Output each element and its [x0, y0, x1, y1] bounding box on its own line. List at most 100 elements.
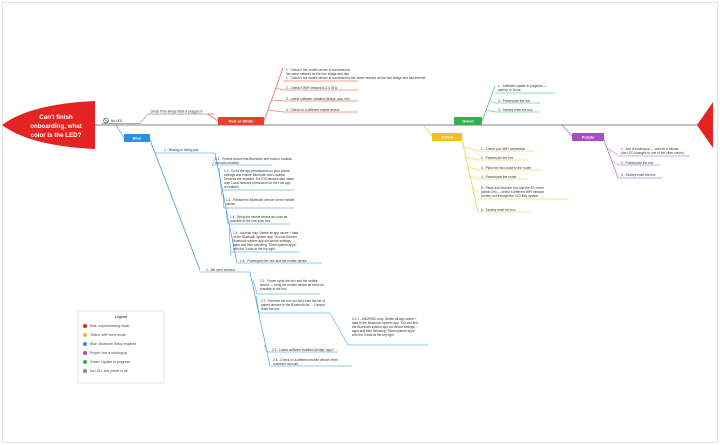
no-led-label: No LED	[111, 119, 123, 123]
red-white-item-4: 4 - Check on a different mobile device	[267, 108, 358, 113]
head-text-line-2: onboarding, what	[30, 123, 82, 130]
legend-item: Green: Update in progress	[83, 360, 130, 364]
head-node[interactable]: Can't finish onboarding, what color is t…	[2, 101, 95, 149]
purple-label: Purple	[582, 135, 595, 140]
svg-text:1 - Check your WiFi connection: 1 - Check your WiFi connection	[481, 147, 526, 151]
legend-swatch	[83, 324, 87, 328]
svg-text:device: device	[226, 202, 235, 206]
branch-yellow[interactable]: Yellow 1 - Check your WiFi connection 2 …	[422, 124, 568, 213]
no-led-icon	[103, 117, 109, 124]
red-white-label: Red or White	[229, 119, 254, 124]
svg-text:the same network as the hue br: the same network as the hue bridge and h…	[286, 72, 349, 76]
green-item-3: 3 - Factory reset the box	[485, 108, 540, 113]
green-label: Green	[462, 119, 474, 124]
svg-text:5 - Place and bind the box and: 5 - Place and bind the box and the 5G ro…	[481, 186, 545, 190]
branch-purple[interactable]: Purple 1 - Box is booting up — wait for …	[561, 124, 690, 179]
legend-item: Blue: Bluetooth Setup required	[83, 342, 136, 346]
svg-text:No LED: box power is off: No LED: box power is off	[90, 369, 127, 373]
legend-item: Red: unprovisioning mode	[83, 324, 130, 328]
legend-item: No LED: box power is off	[83, 369, 127, 373]
svg-text:6 - Factory reset the box: 6 - Factory reset the box	[481, 208, 516, 212]
green-item-2: 2 - Powercycle the box	[489, 99, 540, 104]
green-stem	[481, 85, 496, 122]
svg-text:Green: Update in progress: Green: Update in progress	[90, 360, 130, 364]
red-white-item-2: 2 - Check if WiFi network is 2.4 GHz	[275, 86, 358, 91]
svg-text:is enabled: is enabled	[224, 185, 239, 189]
branch-no-led[interactable]: No LED Check if the bridge itself is plu…	[102, 110, 214, 124]
branch-green[interactable]: Green 1 - Software update in progress — …	[454, 84, 555, 125]
legend-swatch	[83, 369, 87, 373]
legend-swatch	[83, 360, 87, 364]
svg-text:1.6 - Powercycle the box and t: 1.6 - Powercycle the box and the mobile …	[240, 259, 307, 263]
blue-main-stem	[149, 139, 201, 271]
blue-sub-2-stem	[249, 271, 271, 367]
svg-text:(router) not through the LED B: (router) not through the LED Box system	[481, 194, 539, 198]
head-text-line-3: color is the LED?	[31, 132, 82, 139]
branch-blue[interactable]: Blue 1 - Missing or failing pair 1.1 - P…	[115, 124, 428, 367]
blue-item-2-1: 2.1 - Power cycle the box and the mobile…	[252, 279, 324, 295]
svg-text:2.1 - Power cycle the box and: 2.1 - Power cycle the box and the mobile	[260, 279, 318, 283]
purple-item-3: 3 - Factory reset the box	[618, 173, 662, 179]
blue-tag	[124, 134, 150, 142]
svg-text:apps and then selecting "Show: apps and then selecting "Show system app…	[352, 329, 416, 333]
yellow-root	[422, 124, 433, 137]
svg-text:customer account: customer account	[273, 362, 298, 366]
svg-text:3 - Factory reset the box: 3 - Factory reset the box	[498, 108, 533, 112]
svg-text:2.2.1 - ANDROID only: Delete a: 2.2.1 - ANDROID only: Delete all app cac…	[352, 317, 417, 321]
svg-text:Yellow: WiFi error mode: Yellow: WiFi error mode	[90, 333, 126, 337]
svg-text:services enabled: services enabled	[215, 161, 239, 165]
svg-text:possible to the box: possible to the box	[260, 287, 287, 291]
purple-item-2: 2 - Powercycle the box	[610, 159, 660, 166]
blue-item-2-3: 2.3 - Latest software installed (bridge,…	[263, 344, 338, 353]
head-shape	[2, 101, 95, 149]
svg-text:1 - Box is booting up — wait f: 1 - Box is booting up — wait for a minut…	[621, 147, 679, 151]
blue-item-1-1: 1.1 - Protect device has Bluetooth and m…	[211, 156, 292, 166]
svg-text:1.1 - Protect device has Bluet: 1.1 - Protect device has Bluetooth and m…	[215, 157, 292, 161]
red-white-tag	[218, 117, 264, 125]
no-led-item: Check if the bridge itself is plugged in	[150, 110, 203, 114]
svg-text:1.4 - Bring the mobile device: 1.4 - Bring the mobile device as close a…	[230, 215, 288, 219]
yellow-item-5: 5 - Place and bind the box and the 5G ro…	[471, 186, 568, 200]
svg-text:1.5 - Android only: Delete all: 1.5 - Android only: Delete all app cache…	[233, 231, 299, 235]
blue-item-1-4: 1.4 - Bring the mobile device as close a…	[225, 211, 290, 225]
svg-text:of the Bluetooth system app. Y: of the Bluetooth system app. You can fin…	[233, 235, 297, 239]
purple-stem	[603, 139, 619, 179]
no-led-connector	[139, 113, 149, 124]
svg-text:possible to the hue sync box: possible to the hue sync box	[230, 219, 271, 223]
blue-item-1-6: 1.6 - Powercycle the box and the mobile …	[237, 259, 322, 264]
purple-tag	[572, 133, 604, 141]
svg-text:1 - Software update in progres: 1 - Software update in progress —	[498, 84, 547, 88]
svg-text:2 - Powercycle the box: 2 - Powercycle the box	[481, 156, 514, 160]
svg-text:4 - Check on a different mobil: 4 - Check on a different mobile device	[286, 108, 340, 112]
legend-swatch	[83, 333, 87, 337]
svg-text:Purple: box is booting up: Purple: box is booting up	[90, 351, 127, 355]
svg-text:1.2 - Go to the app permission: 1.2 - Go to the app permissions on your …	[224, 169, 290, 173]
svg-text:reset the box: reset the box	[261, 307, 280, 311]
blue-item-2-2-1: 2.2.1 - ANDROID only: Delete all app cac…	[348, 317, 428, 346]
red-white-connector	[207, 113, 219, 122]
yellow-tag	[432, 133, 462, 141]
svg-text:2 - Powercycle the box: 2 - Powercycle the box	[621, 161, 654, 165]
svg-text:Bluetooth system app via devic: Bluetooth system app via device settings…	[233, 239, 295, 243]
yellow-item-6: 6 - Factory reset the box	[478, 208, 530, 213]
svg-text:2.3 - Latest software installe: 2.3 - Latest software installed (bridge,…	[272, 348, 334, 352]
purple-root	[561, 124, 573, 137]
yellow-item-3: 3 - Place the box close to the router	[467, 166, 542, 171]
svg-text:settings and ensure Bluetooth: settings and ensure Bluetooth and Locati…	[224, 173, 286, 177]
legend-item: Purple: box is booting up	[83, 351, 127, 355]
svg-text:1.3 - Restart the Bluetooth se: 1.3 - Restart the Bluetooth service on t…	[226, 198, 294, 202]
svg-text:Services are enabled. For iOS: Services are enabled. For iOS devices al…	[224, 177, 294, 181]
blue-item-2-4: 2.4 - Check on a different mobile device…	[270, 358, 352, 367]
svg-text:2.4 - Check on a different mob: 2.4 - Check on a different mobile device…	[273, 358, 338, 362]
blue-sub-2[interactable]: 2 - We can't connect	[200, 268, 271, 367]
svg-text:3 - Place the box close to the: 3 - Place the box close to the router	[481, 166, 532, 170]
svg-text:with the 3 dots at the top rig: with the 3 dots at the top right	[233, 247, 275, 251]
svg-text:2 - Check if WiFi network is 2: 2 - Check if WiFi network is 2.4 GHz	[286, 86, 338, 90]
blue-item-1-5: 1.5 - Android only: Delete all app cache…	[228, 227, 300, 257]
svg-text:3 - Factory reset the box: 3 - Factory reset the box	[621, 173, 656, 177]
green-tag	[454, 117, 482, 125]
branch-red-white[interactable]: Red or White 1 - Check if the mobile dev…	[207, 67, 426, 125]
